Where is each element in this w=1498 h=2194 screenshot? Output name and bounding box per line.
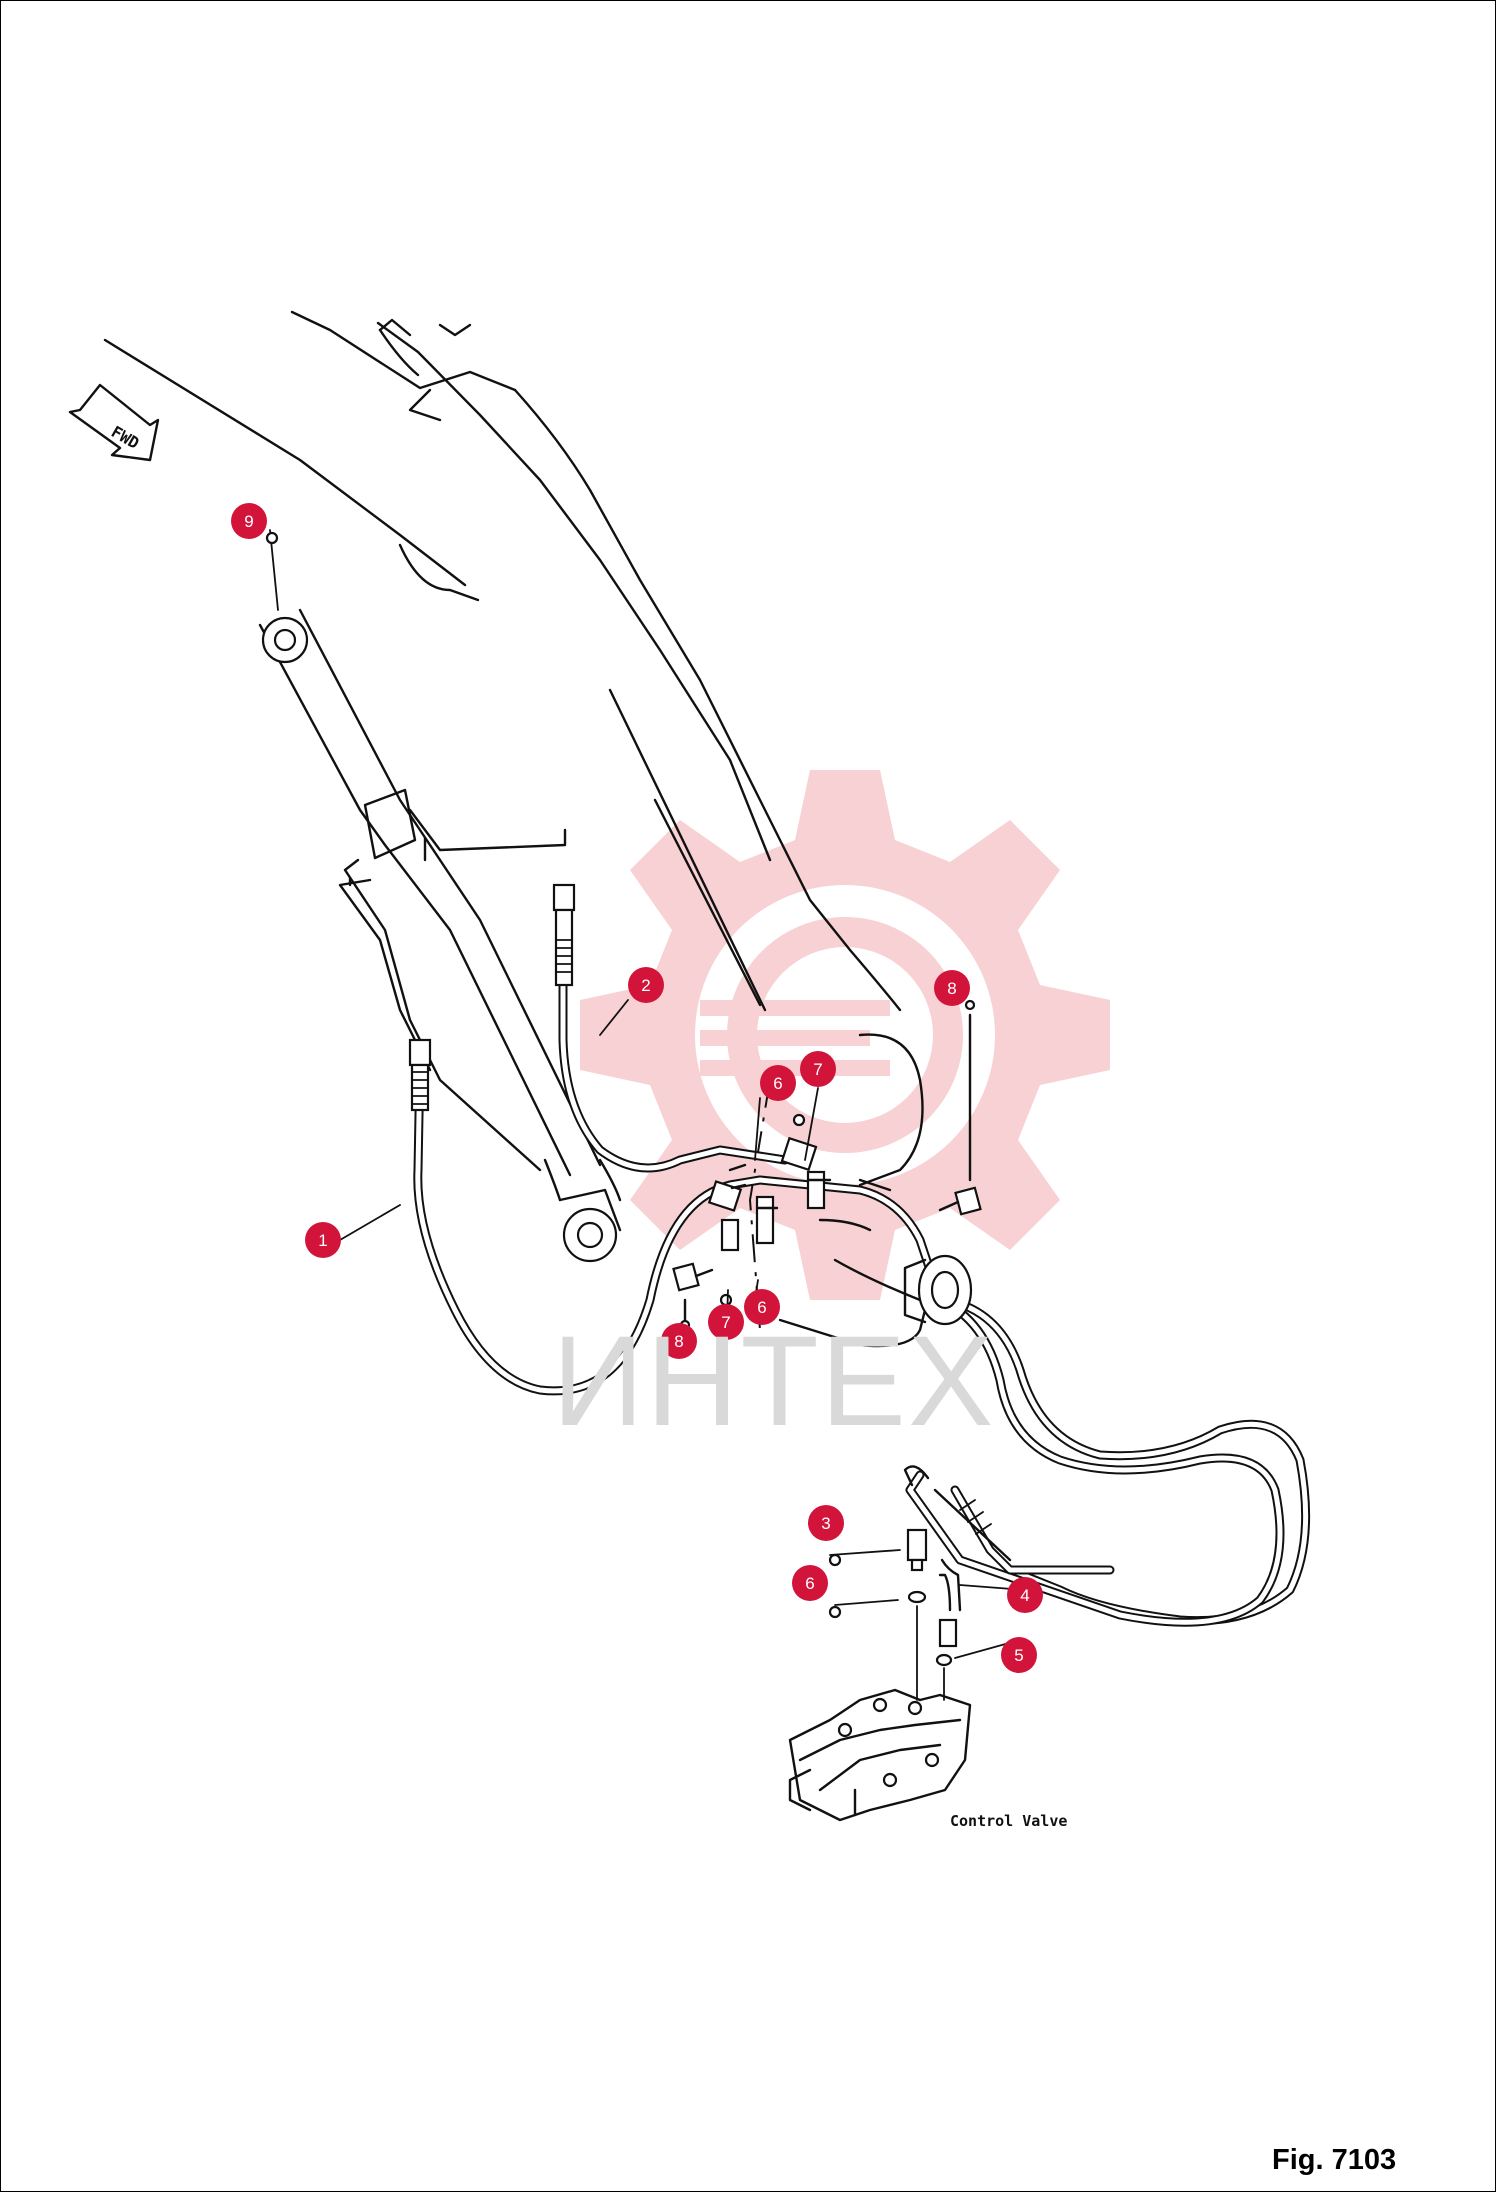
callout-8b: 8 bbox=[661, 1323, 697, 1359]
hose-to-control-valve bbox=[905, 1295, 1311, 1627]
callout-1: 1 bbox=[305, 1222, 341, 1258]
svg-text:7: 7 bbox=[721, 1313, 730, 1332]
svg-text:9: 9 bbox=[244, 512, 253, 531]
callout-3: 3 bbox=[808, 1505, 844, 1541]
callout-2: 2 bbox=[628, 967, 664, 1003]
fwd-label: FWD bbox=[108, 422, 143, 453]
callout-4: 4 bbox=[1007, 1577, 1043, 1613]
svg-text:4: 4 bbox=[1020, 1586, 1029, 1605]
svg-text:6: 6 bbox=[805, 1574, 814, 1593]
svg-text:1: 1 bbox=[318, 1231, 327, 1250]
callout-5: 5 bbox=[1001, 1637, 1037, 1673]
brackets-fittings bbox=[707, 1113, 832, 1307]
arm-cylinder bbox=[258, 608, 622, 1263]
boom-outline bbox=[103, 310, 927, 1348]
control-valve-fittings bbox=[903, 1465, 1012, 1701]
figure-label: Fig. 7103 bbox=[1272, 2144, 1397, 2176]
hose-2 bbox=[552, 883, 790, 1173]
svg-text:6: 6 bbox=[757, 1298, 766, 1317]
hose-clamp bbox=[903, 1254, 973, 1326]
watermark-gear-icon bbox=[580, 770, 1110, 1300]
callout-8a: 8 bbox=[934, 970, 970, 1006]
callout-7a: 7 bbox=[800, 1051, 836, 1087]
watermark-text: ИНТЕХ bbox=[552, 1310, 996, 1453]
callout-9: 9 bbox=[231, 503, 267, 539]
svg-text:3: 3 bbox=[821, 1514, 830, 1533]
control-valve bbox=[788, 1688, 972, 1822]
svg-text:6: 6 bbox=[773, 1074, 782, 1093]
forward-arrow-icon: FWD bbox=[68, 383, 160, 462]
callout-7b: 7 bbox=[708, 1304, 744, 1340]
svg-text:8: 8 bbox=[674, 1332, 683, 1351]
callout-6b: 6 bbox=[760, 1065, 796, 1101]
svg-text:8: 8 bbox=[947, 979, 956, 998]
svg-text:5: 5 bbox=[1014, 1646, 1023, 1665]
control-valve-label: Control Valve bbox=[950, 1812, 1068, 1830]
svg-text:2: 2 bbox=[641, 976, 650, 995]
callout-6c: 6 bbox=[744, 1289, 780, 1325]
callout-6a: 6 bbox=[792, 1565, 828, 1601]
hose-1 bbox=[408, 1038, 940, 1396]
svg-text:7: 7 bbox=[813, 1060, 822, 1079]
